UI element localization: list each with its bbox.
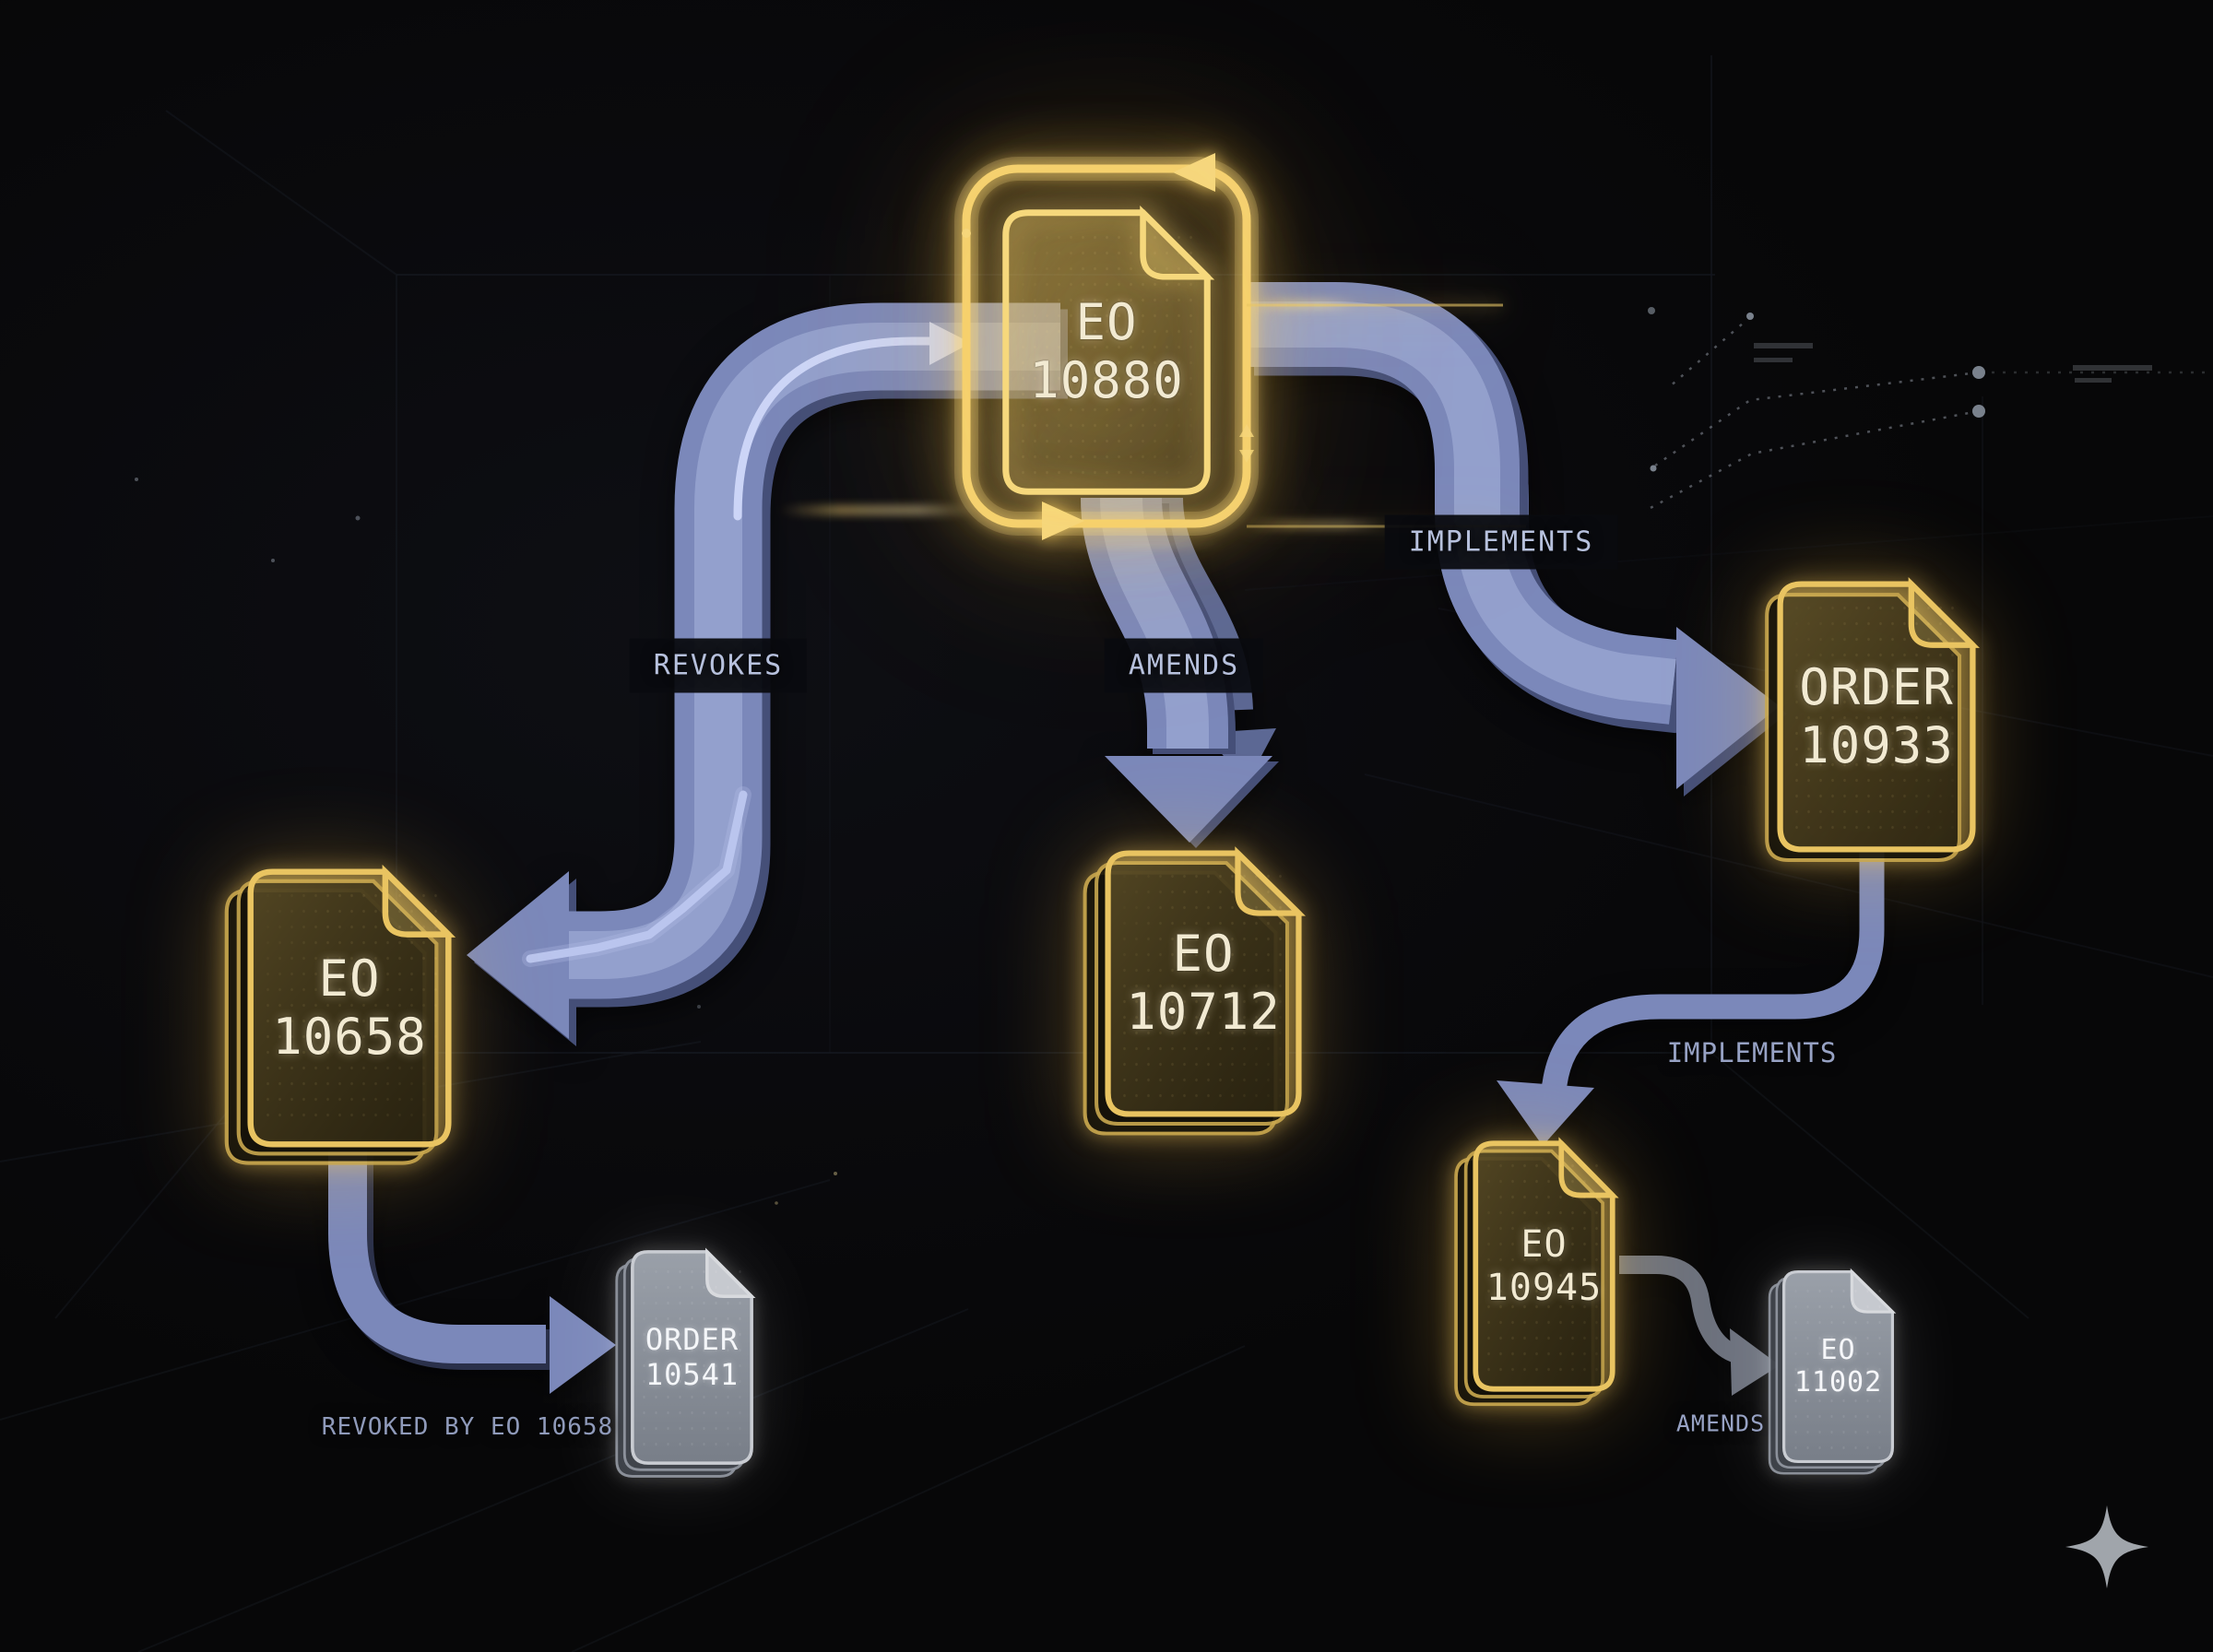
doc-title: EO (1820, 1333, 1856, 1366)
sparkle-icon[interactable] (2056, 1496, 2158, 1598)
doc-title: ORDER (1799, 657, 1954, 716)
doc-order-10933[interactable]: ORDER 10933 (1777, 581, 1976, 853)
doc-eo-10658[interactable]: EO 10658 (247, 868, 452, 1148)
doc-number: 10658 (272, 1007, 427, 1066)
doc-title: EO (1521, 1223, 1568, 1267)
doc-number: 10880 (1029, 351, 1184, 409)
edge-amends-11002-arrow (1619, 1256, 1780, 1396)
doc-title: EO (1172, 925, 1235, 984)
edge-label-revokes: REVOKES (629, 638, 808, 693)
edge-label-implements-10933: IMPLEMENTS (1384, 514, 1618, 570)
doc-eo-10880[interactable]: EO 10880 (1002, 209, 1211, 495)
glow-streak (1033, 542, 1226, 547)
edge-label-amends-11002: AMENDS (1675, 1410, 1766, 1437)
doc-number: 11002 (1793, 1365, 1883, 1398)
doc-title: EO (318, 949, 381, 1008)
glow-streak (779, 506, 977, 514)
doc-order-10541[interactable]: ORDER 10541 (615, 1249, 754, 1478)
doc-eo-10712[interactable]: EO 10712 (1105, 850, 1302, 1117)
edge-implements-10945-arrow (1497, 850, 1885, 1146)
doc-number: 10712 (1126, 983, 1281, 1041)
edge-label-revoked-by: REVOKED BY EO 10658 (321, 1413, 614, 1441)
doc-title: ORDER (645, 1322, 740, 1358)
edge-revoked-by-arrow (328, 1150, 616, 1394)
doc-number: 10933 (1799, 715, 1954, 774)
doc-title: EO (1075, 293, 1138, 352)
doc-eo-10945[interactable]: EO 10945 (1454, 1140, 1615, 1407)
doc-number: 10541 (645, 1356, 740, 1392)
ring-arrow-icon (1173, 153, 1215, 192)
glow-streak (1247, 522, 1385, 528)
edge-revokes-arrow (467, 302, 1068, 1046)
edge-label-implements-10945: IMPLEMENTS (1666, 1037, 1838, 1068)
edge-label-amends-10712: AMENDS (1104, 638, 1264, 693)
doc-number: 10945 (1485, 1266, 1603, 1309)
ring-arrow-icon (1042, 502, 1084, 540)
doc-eo-11002[interactable]: EO 11002 (1768, 1269, 1895, 1475)
